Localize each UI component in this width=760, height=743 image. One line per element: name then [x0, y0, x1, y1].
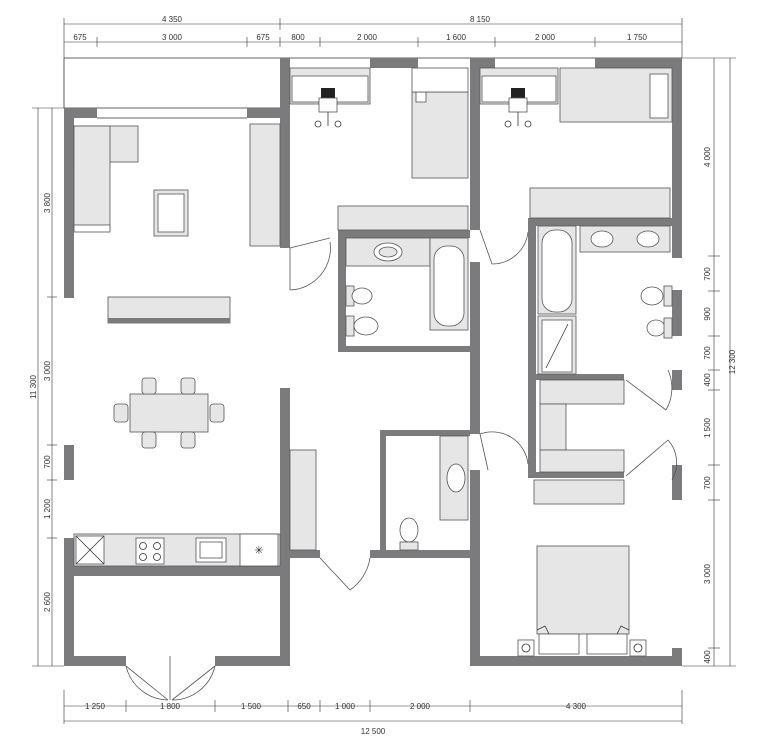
tv-stand-bedroom-3	[533, 479, 625, 505]
bidet-icon-2	[646, 317, 673, 339]
dim-top-outer-left: 4 350	[162, 15, 183, 24]
dim-bottom-5: 1 000	[335, 702, 356, 711]
corridor-wardrobe	[289, 449, 317, 551]
dim-left-2: 3 000	[43, 360, 52, 381]
shower-icon	[537, 315, 577, 375]
walk-in-closet-shelves	[539, 379, 625, 473]
toilet-icon-1	[345, 315, 379, 337]
double-bed	[517, 545, 647, 657]
dim-bottom-3: 1 500	[241, 702, 262, 711]
kitchen-island	[107, 296, 231, 324]
dim-right-9: 400	[703, 650, 712, 664]
bidet-icon-1	[345, 285, 373, 307]
washbasin-icon-1	[345, 237, 431, 267]
dim-bottom-1: 1 250	[85, 702, 106, 711]
dim-right-5: 400	[703, 373, 712, 387]
walls	[64, 58, 682, 666]
dim-left-4: 1 200	[43, 498, 52, 519]
bed-2	[559, 67, 673, 123]
wardrobe-2	[529, 187, 671, 219]
coffee-table-inner	[157, 193, 185, 233]
sofa	[73, 125, 139, 233]
dimension-labels: 4 350 8 150 675 3 000 675 800 2 000 1 60…	[29, 15, 737, 736]
dimension-lines	[32, 18, 736, 724]
fridge-icon: ✳	[239, 533, 279, 567]
dim-top-2: 3 000	[162, 33, 183, 42]
dim-right-3: 900	[703, 307, 712, 321]
toilet-icon-2	[399, 517, 419, 551]
office-chair-icon-2	[504, 88, 532, 128]
stove-icon	[135, 537, 165, 565]
dim-left-3: 700	[43, 455, 52, 469]
dim-bottom-outer: 12 500	[361, 727, 386, 736]
dim-left-1: 3 800	[43, 192, 52, 213]
svg-text:✳: ✳	[254, 544, 263, 557]
double-washbasin-icon	[579, 225, 671, 253]
bathtub-icon-1	[429, 237, 469, 331]
dim-bottom-4: 650	[297, 702, 311, 711]
dim-bottom-6: 2 000	[410, 702, 431, 711]
dim-right-4: 700	[703, 346, 712, 360]
dim-top-5: 2 000	[357, 33, 378, 42]
dim-top-outer-right: 8 150	[470, 15, 491, 24]
dim-left-5: 2 600	[43, 591, 52, 612]
dim-top-7: 2 000	[535, 33, 556, 42]
dim-right-8: 3 000	[703, 563, 712, 584]
dim-top-8: 1 750	[627, 33, 648, 42]
dining-table	[113, 377, 225, 449]
dim-right-1: 4 000	[703, 146, 712, 167]
dim-left-outer: 11 300	[29, 375, 38, 399]
dim-right-2: 700	[703, 267, 712, 281]
bed-1	[411, 67, 469, 179]
doors	[125, 229, 678, 701]
office-chair-icon-1	[314, 88, 342, 128]
bathtub-icon-2	[537, 225, 577, 315]
dim-right-outer: 12 300	[728, 349, 737, 374]
dim-right-6: 1 500	[703, 417, 712, 438]
sink-icon	[195, 537, 227, 563]
washbasin-icon-2	[439, 435, 469, 521]
dim-top-6: 1 600	[446, 33, 467, 42]
dim-right-7: 700	[703, 476, 712, 490]
wardrobe-1	[337, 205, 469, 231]
dim-top-4: 800	[291, 33, 305, 42]
dim-bottom-7: 4 300	[566, 702, 587, 711]
dim-top-3: 675	[256, 33, 270, 42]
tv-cabinet	[249, 123, 281, 247]
toilet-icon-3	[640, 285, 673, 307]
dim-bottom-2: 1 800	[160, 702, 181, 711]
dim-top-1: 675	[73, 33, 87, 42]
